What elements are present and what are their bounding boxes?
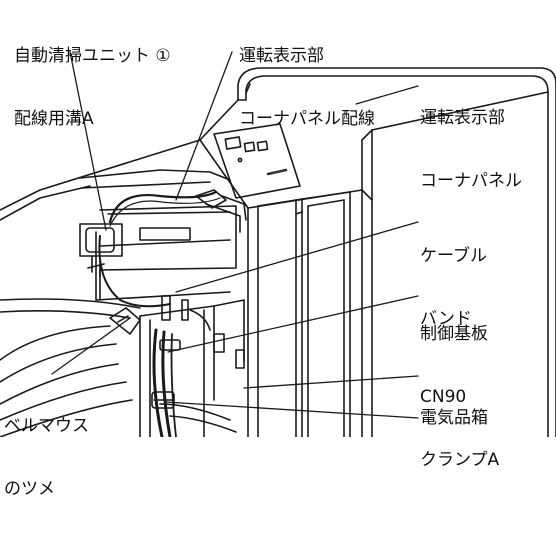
label-auto-clean-unit: 自動清掃ユニット ① 配線用溝A	[14, 4, 171, 172]
label-bellmouth-tab-line1: ベルマウス	[4, 416, 89, 436]
label-display-panel-wiring: 運転表示部 コーナパネル配線	[239, 4, 375, 172]
leader-lines	[51, 51, 419, 419]
electrical-box-body	[247, 191, 351, 437]
label-bellmouth-tab: ベルマウス のツメ	[4, 374, 89, 542]
label-control-board-line1: 制御基板	[420, 324, 488, 344]
label-cable-band-line2: バンド	[420, 309, 472, 329]
label-cable-band: ケーブル バンド	[420, 204, 487, 372]
label-electrical-box: 電気品箱	[420, 366, 488, 471]
corner-panel-frame	[199, 67, 556, 437]
label-auto-clean-unit-line2: 配線用溝A	[14, 109, 94, 129]
label-auto-clean-unit-line1: 自動清掃ユニット ①	[14, 46, 171, 66]
label-display-corner-panel: 運転表示部 コーナパネル	[420, 66, 522, 234]
control-board-area	[139, 295, 245, 437]
label-control-board: 制御基板 CN90	[420, 282, 488, 450]
display-panel	[213, 123, 301, 199]
label-display-panel-wiring-line1: 運転表示部	[239, 46, 324, 66]
unit-illustration	[0, 51, 556, 437]
label-display-corner-panel-line1: 運転表示部	[420, 108, 505, 128]
label-display-corner-panel-line2: コーナパネル	[420, 171, 522, 191]
label-clamp-a: クランプA	[420, 408, 499, 513]
wiring-diagram: 自動清掃ユニット ① 配線用溝A 運転表示部 コーナパネル配線 運転表示部 コー…	[0, 4, 556, 499]
auto-clean-unit	[0, 139, 247, 308]
label-control-board-line2: CN90	[420, 387, 467, 407]
label-electrical-box-line1: 電気品箱	[420, 408, 488, 428]
label-cable-band-line1: ケーブル	[420, 246, 487, 266]
bellmouth	[0, 298, 237, 437]
label-clamp-a-line1: クランプA	[420, 450, 500, 470]
label-bellmouth-tab-line2: のツメ	[4, 479, 55, 499]
label-display-panel-wiring-line2: コーナパネル配線	[239, 109, 375, 129]
